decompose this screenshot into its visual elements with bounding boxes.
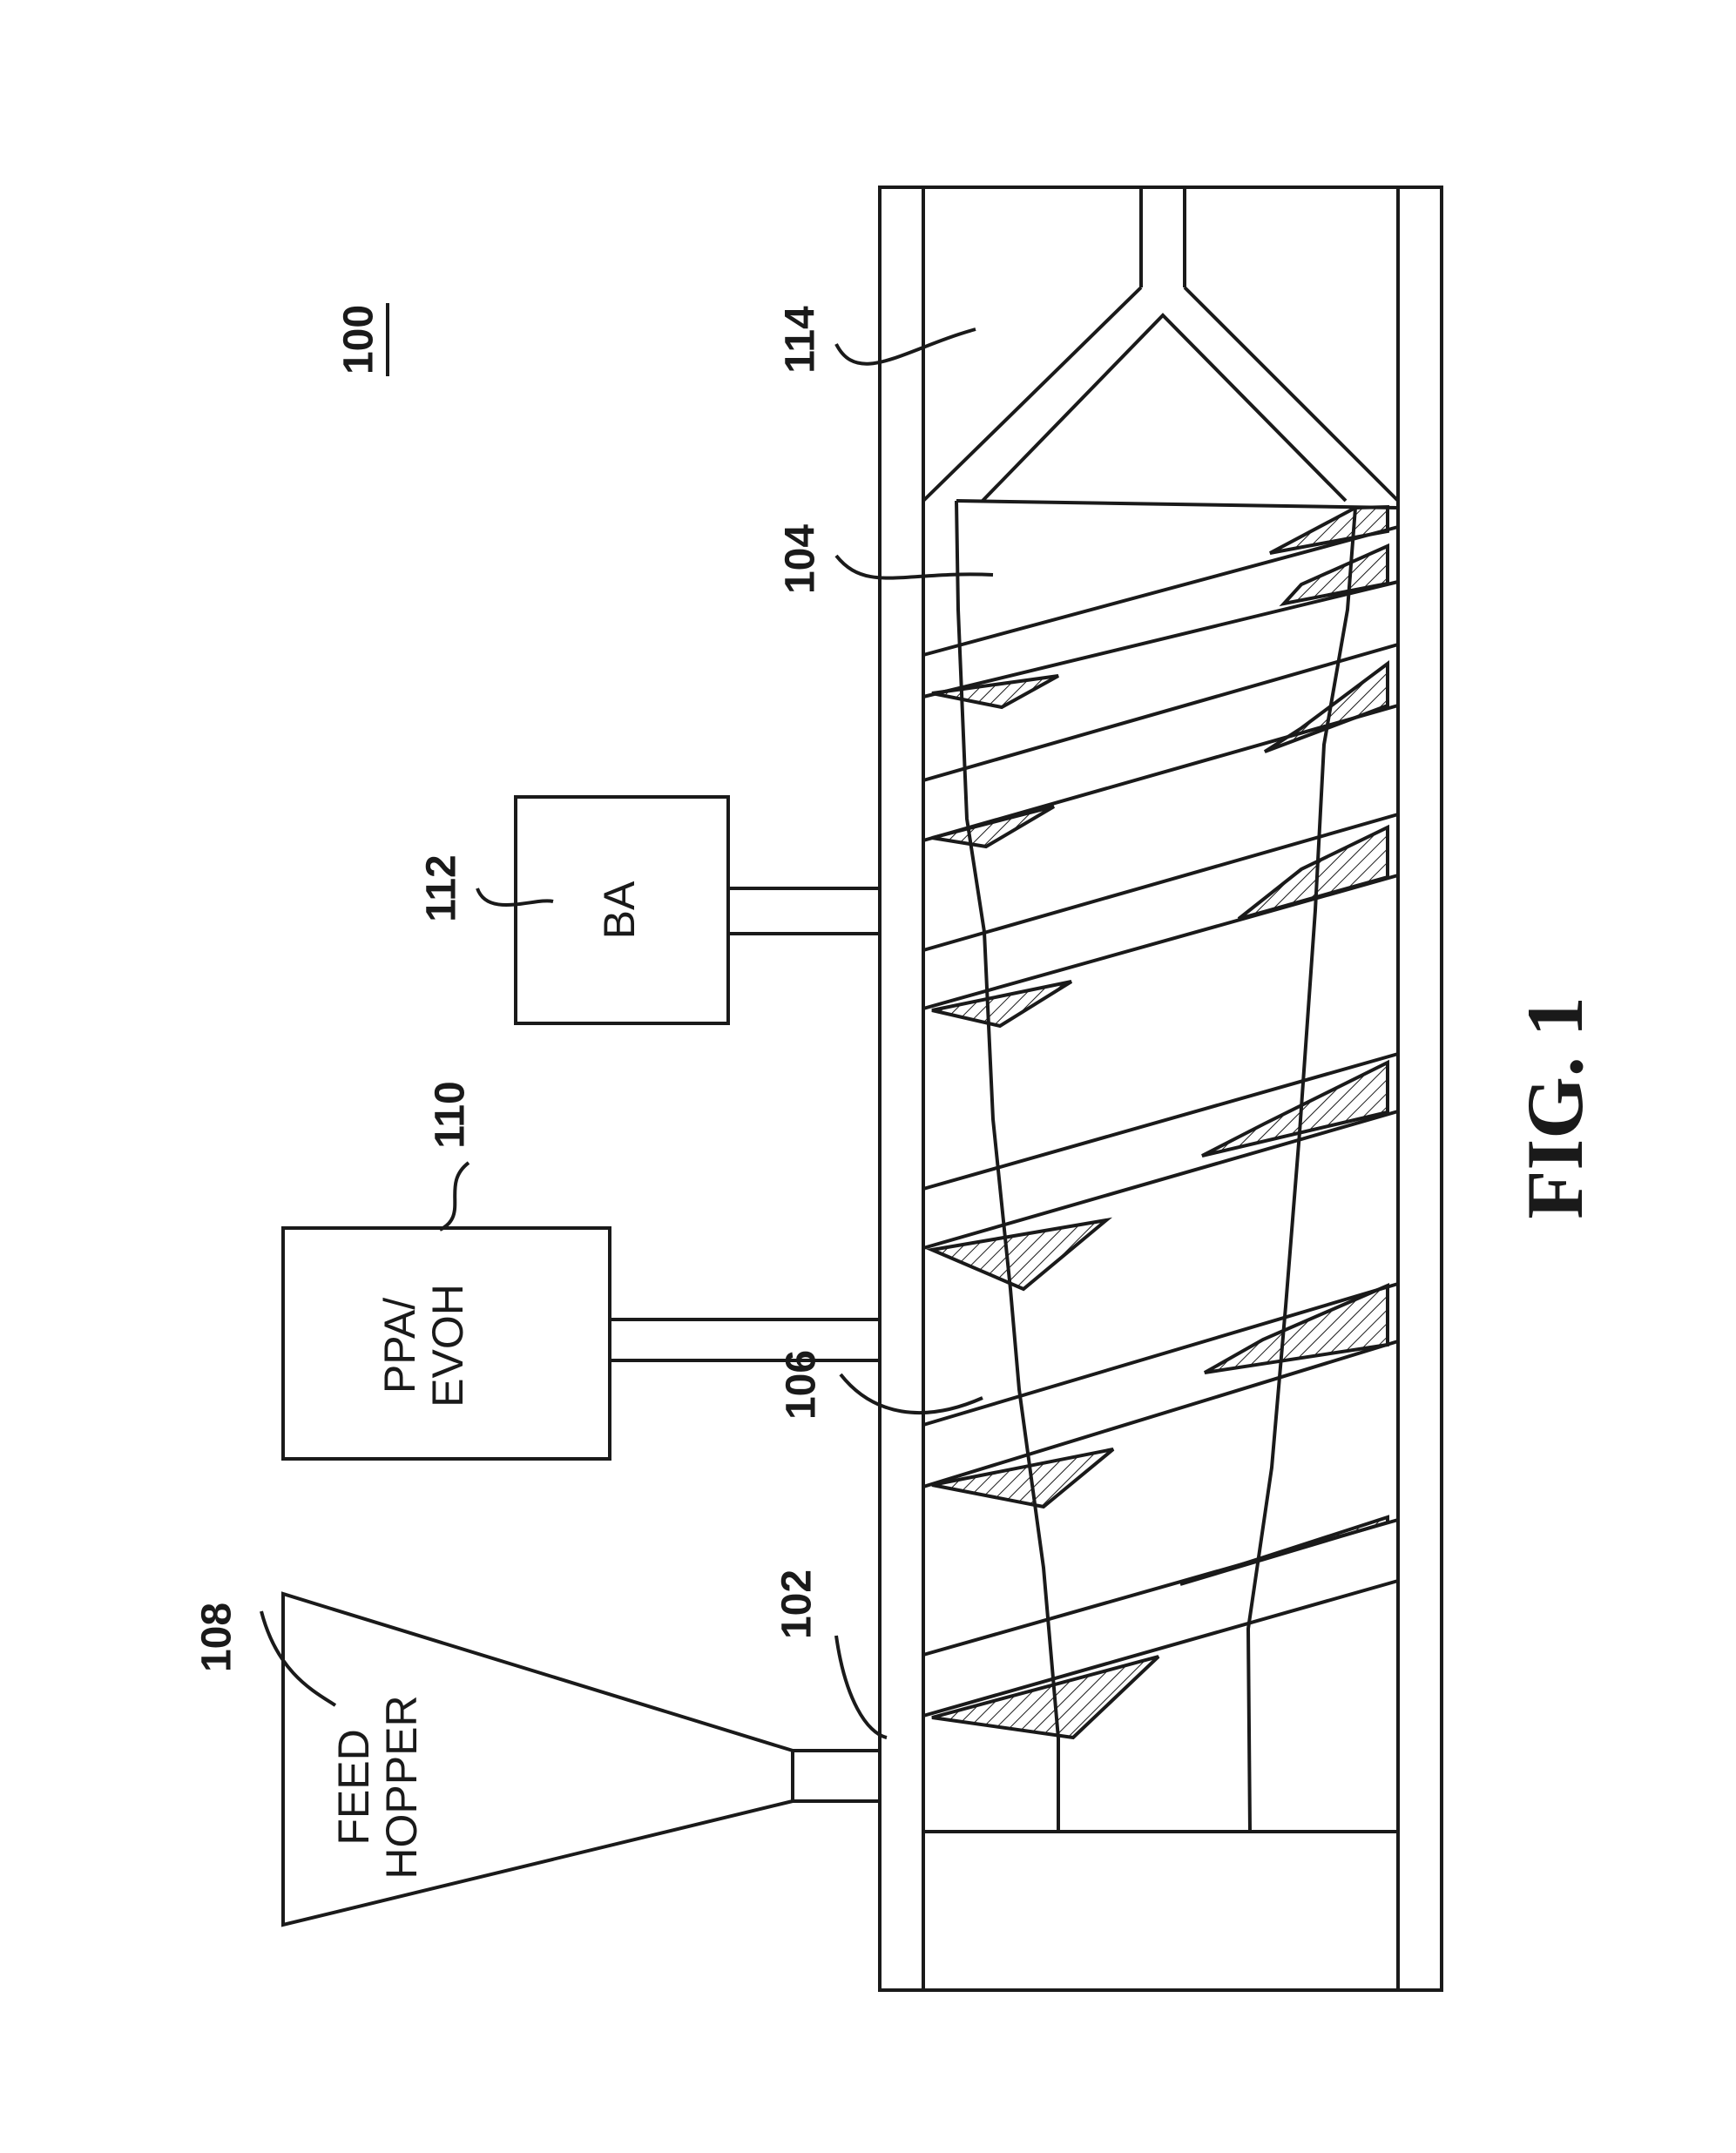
blowing-agent-feeder-label: BA (595, 881, 644, 939)
leader-108 (261, 1611, 335, 1705)
ref-108: 108 (194, 1603, 240, 1672)
additive-feeder (283, 1228, 880, 1459)
additive-feeder-label-line1: PPA/ (375, 1298, 424, 1394)
feed-hopper-label-line1: FEED (329, 1729, 378, 1845)
ref-110: 110 (428, 1081, 474, 1148)
screw-root (956, 501, 1398, 1832)
ref-112: 112 (419, 854, 465, 921)
ref-102: 102 (774, 1569, 821, 1639)
leader-114 (836, 329, 976, 364)
feed-hopper-label-line2: HOPPER (377, 1695, 426, 1879)
ref-114: 114 (778, 306, 824, 374)
system-ref-label: 100 (336, 305, 382, 375)
ref-104: 104 (778, 524, 824, 594)
ref-106: 106 (779, 1350, 825, 1420)
figure-caption: FIG. 1 (1510, 996, 1599, 1219)
leader-106 (841, 1374, 983, 1413)
additive-feeder-label-line2: EVOH (423, 1284, 472, 1407)
die (923, 187, 1398, 501)
leader-104 (836, 556, 993, 578)
blowing-agent-feeder (516, 797, 880, 1023)
leader-110 (440, 1163, 469, 1230)
